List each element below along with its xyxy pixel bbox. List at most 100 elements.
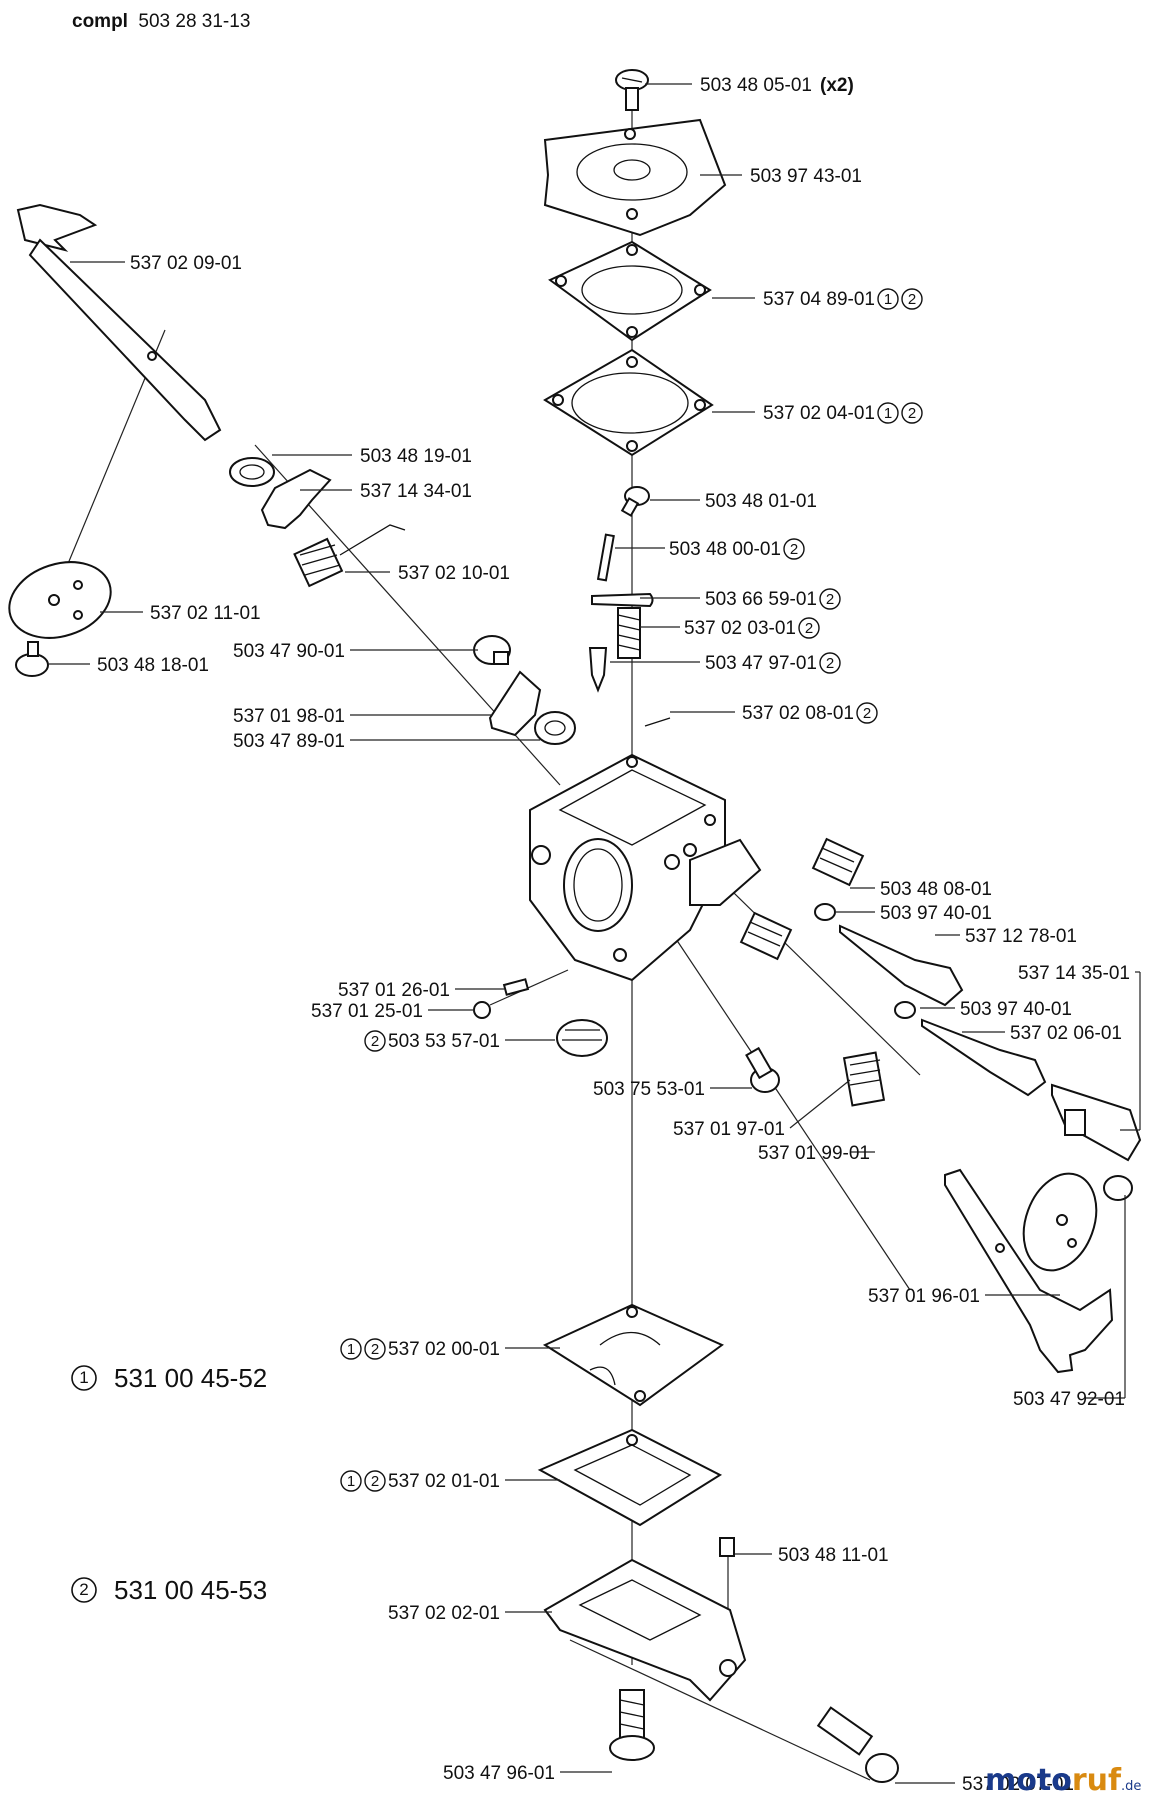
part-number: 503 48 11-01: [778, 1545, 889, 1566]
assembly-title: compl 503 28 31-13: [72, 11, 250, 32]
part-label: 503 47 92-01: [1013, 1389, 1125, 1410]
part-label: 537 01 98-01: [233, 706, 345, 727]
part-label: 537 14 35-01: [1018, 963, 1130, 984]
part-label: 503 47 89-01: [233, 731, 345, 752]
throttle-lever-drawing: [260, 468, 332, 530]
metering-diaphragm-drawing: [542, 1303, 724, 1407]
kit-marker-circle: [877, 288, 899, 310]
part-number: 537 02 07-01: [962, 1774, 1074, 1795]
kit-marker: 2: [826, 591, 834, 608]
part-label: 537 14 34-01: [360, 481, 472, 502]
needle-springs-drawing: [739, 837, 865, 961]
part-number: 503 48 05-01: [700, 75, 812, 96]
part-number: 537 02 01-01: [388, 1471, 500, 1492]
part-label: 537 12 78-01: [965, 926, 1077, 947]
metering-spring-drawing: [617, 607, 641, 659]
part-number: 503 97 40-01: [880, 903, 992, 924]
part-number: 503 47 90-01: [233, 641, 345, 662]
part-number: 503 75 53-01: [593, 1079, 705, 1100]
kit-number: 531 00 45-53: [114, 1575, 267, 1605]
part-number: 537 01 98-01: [233, 706, 345, 727]
part-label: 537 01 97-01: [673, 1119, 785, 1140]
watermark-part2: ruf: [1072, 1763, 1122, 1798]
part-label: 503 47 96-01: [443, 1763, 555, 1784]
part-number: 503 47 92-01: [1013, 1389, 1125, 1410]
kit-marker-circle: [364, 1470, 386, 1492]
kit-marker-circle: [819, 652, 841, 674]
kit-marker: 2: [805, 620, 813, 637]
pump-cover-drawing: [543, 118, 727, 237]
watermark-logo: motoruf.de: [985, 1763, 1141, 1798]
kit-marker: 1: [347, 1473, 355, 1490]
o-ring-upper-drawing: [814, 903, 836, 921]
part-number: 503 48 08-01: [880, 879, 992, 900]
part-labels: 503 48 05-01 (x2) 503 97 43-01 537 04 89-01…: [97, 75, 1130, 1795]
needle-low-drawing: [921, 1018, 1047, 1097]
assembly-prefix: compl: [72, 11, 128, 32]
part-number: 503 97 43-01: [750, 166, 862, 187]
part-number: 503 48 00-01: [669, 539, 781, 560]
adjust-cap-drawing: [1051, 1083, 1142, 1162]
kit-marker-circle: [877, 402, 899, 424]
part-label: 503 48 18-01: [97, 655, 209, 676]
part-number: 503 47 89-01: [233, 731, 345, 752]
kit-marker: 1: [884, 405, 892, 422]
carburetor-body-drawing: [529, 753, 762, 982]
kit-marker-circle: [340, 1470, 362, 1492]
part-label: 503 48 11-01: [778, 1545, 889, 1566]
kit-marker: 2: [790, 541, 798, 558]
metering-gasket-drawing: [537, 1428, 723, 1527]
part-label: 537 02 07-01: [962, 1774, 1074, 1795]
part-label: 503 48 01-01: [705, 491, 817, 512]
part-label: 537 02 10-01: [398, 563, 510, 584]
leader-lines: [48, 83, 1141, 1784]
check-ball-drawing: [473, 1001, 491, 1019]
kit-marker: 1: [884, 291, 892, 308]
part-quantity: (x2): [820, 75, 854, 96]
part-number: 503 53 57-01: [388, 1031, 500, 1052]
part-label: 503 47 90-01: [233, 641, 345, 662]
part-label: 503 48 00-01 2: [669, 538, 805, 560]
part-number: 537 01 97-01: [673, 1119, 785, 1140]
fuel-filter-drawing: [556, 1019, 608, 1057]
kit-marker: 2: [371, 1473, 379, 1490]
kit-legend: 1 531 00 45-52 2 531 00 45-53: [71, 1363, 267, 1605]
kit-marker-circle: [340, 1338, 362, 1360]
part-label: 537 02 09-01: [130, 253, 242, 274]
part-label: 537 02 06-01: [1010, 1023, 1122, 1044]
kit-marker-circle: [819, 588, 841, 610]
metering-lever-drawing: [591, 592, 654, 608]
inlet-needle-drawing: [588, 647, 608, 693]
part-number: 537 01 99-01: [758, 1143, 870, 1164]
part-label: 503 48 05-01 (x2): [700, 75, 854, 96]
part-number: 503 97 40-01: [960, 999, 1072, 1020]
part-label: 503 97 43-01: [750, 166, 862, 187]
part-number: 537 02 09-01: [130, 253, 242, 274]
kit-legend-item-1: 1 531 00 45-52: [71, 1363, 267, 1393]
fuel-filter-axis: [489, 969, 569, 1006]
check-spring-drawing: [502, 978, 530, 996]
part-label: 537 02 02-01: [388, 1603, 500, 1624]
kit-badge: 1: [79, 1368, 88, 1387]
kit-marker: 2: [908, 291, 916, 308]
top-screw-drawing: [615, 69, 649, 111]
kit-marker-circle: [783, 538, 805, 560]
part-label: 503 48 19-01: [360, 446, 472, 467]
part-number: 537 02 04-01: [763, 403, 875, 424]
lever-pin-drawing: [596, 533, 615, 582]
part-number: 537 04 89-01: [763, 289, 875, 310]
part-number: 503 48 19-01: [360, 446, 472, 467]
side-screw-drawing: [745, 1046, 780, 1093]
part-number: 537 02 11-01: [150, 603, 261, 624]
part-number: 537 01 26-01: [338, 980, 450, 1001]
bottom-screw-drawing: [609, 1689, 655, 1761]
metering-cover-drawing: [543, 1558, 747, 1702]
part-label: 537 01 99-01: [758, 1143, 870, 1164]
part-number: 503 47 96-01: [443, 1763, 555, 1784]
pump-gasket-drawing: [543, 348, 714, 457]
